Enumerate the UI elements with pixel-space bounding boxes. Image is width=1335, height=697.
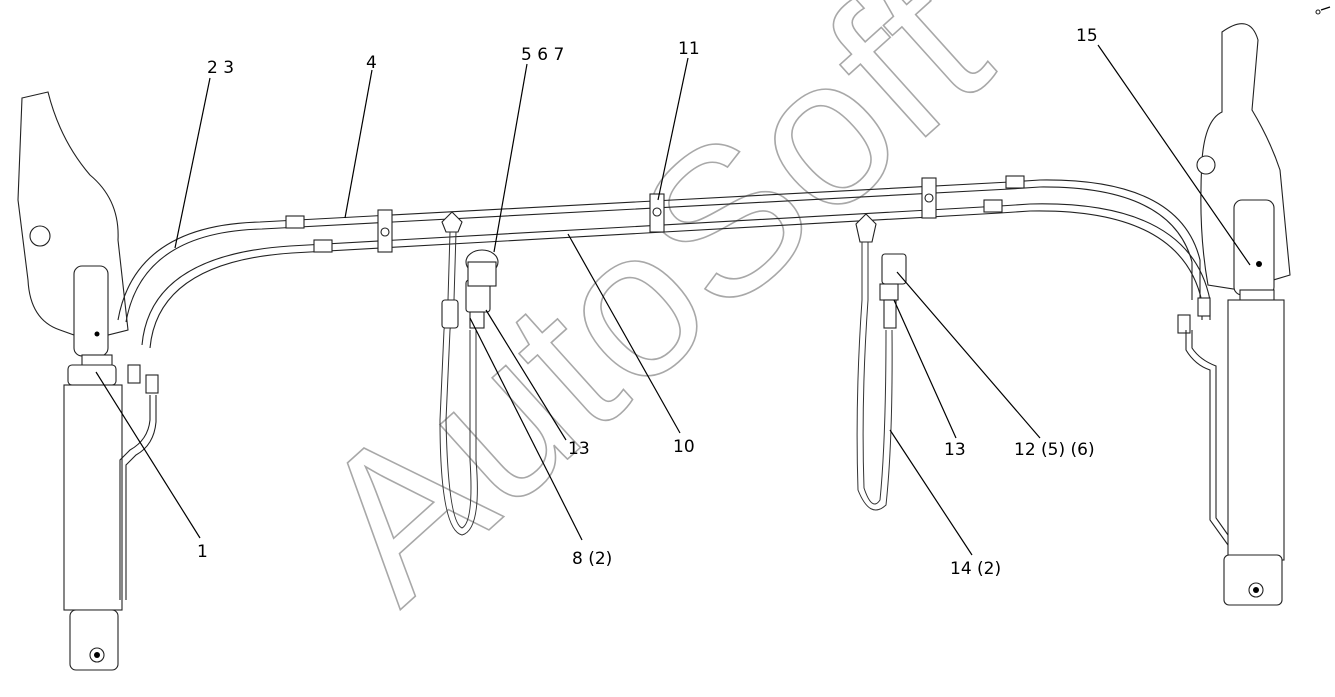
cylinder-tubes xyxy=(119,330,1229,600)
corner-mark-icon xyxy=(1315,6,1331,15)
callout-2-3: 2 3 xyxy=(207,58,234,78)
callout-13-right: 13 xyxy=(944,440,966,460)
callout-11: 11 xyxy=(678,39,700,59)
callout-13-left: 13 xyxy=(568,439,590,459)
left-lift-arm xyxy=(17,91,129,357)
callout-15: 15 xyxy=(1076,26,1098,46)
pipe-fittings xyxy=(127,175,1211,394)
callout-10: 10 xyxy=(673,437,695,457)
main-pipe-lower xyxy=(141,203,1211,349)
callout-labels: 2 3 4 5 6 7 11 15 1 13 10 13 12 (5) (6) … xyxy=(197,26,1098,579)
callout-1: 1 xyxy=(197,542,208,562)
callout-8-2: 8 (2) xyxy=(572,549,612,569)
leader-lines xyxy=(95,44,1251,556)
right-hydraulic-cylinder xyxy=(1223,289,1285,606)
main-pipe-upper xyxy=(117,179,1201,323)
callout-4: 4 xyxy=(366,53,377,73)
right-lift-arm xyxy=(1196,23,1291,296)
pipe-clamps xyxy=(377,177,937,253)
right-hose-branch xyxy=(855,213,907,511)
callout-12-5-6: 12 (5) (6) xyxy=(1014,440,1095,460)
callout-5-6-7: 5 6 7 xyxy=(521,45,564,65)
watermark: AutoSoft xyxy=(273,0,1029,643)
callout-14-2: 14 (2) xyxy=(950,559,1001,579)
left-hydraulic-cylinder xyxy=(63,354,123,671)
